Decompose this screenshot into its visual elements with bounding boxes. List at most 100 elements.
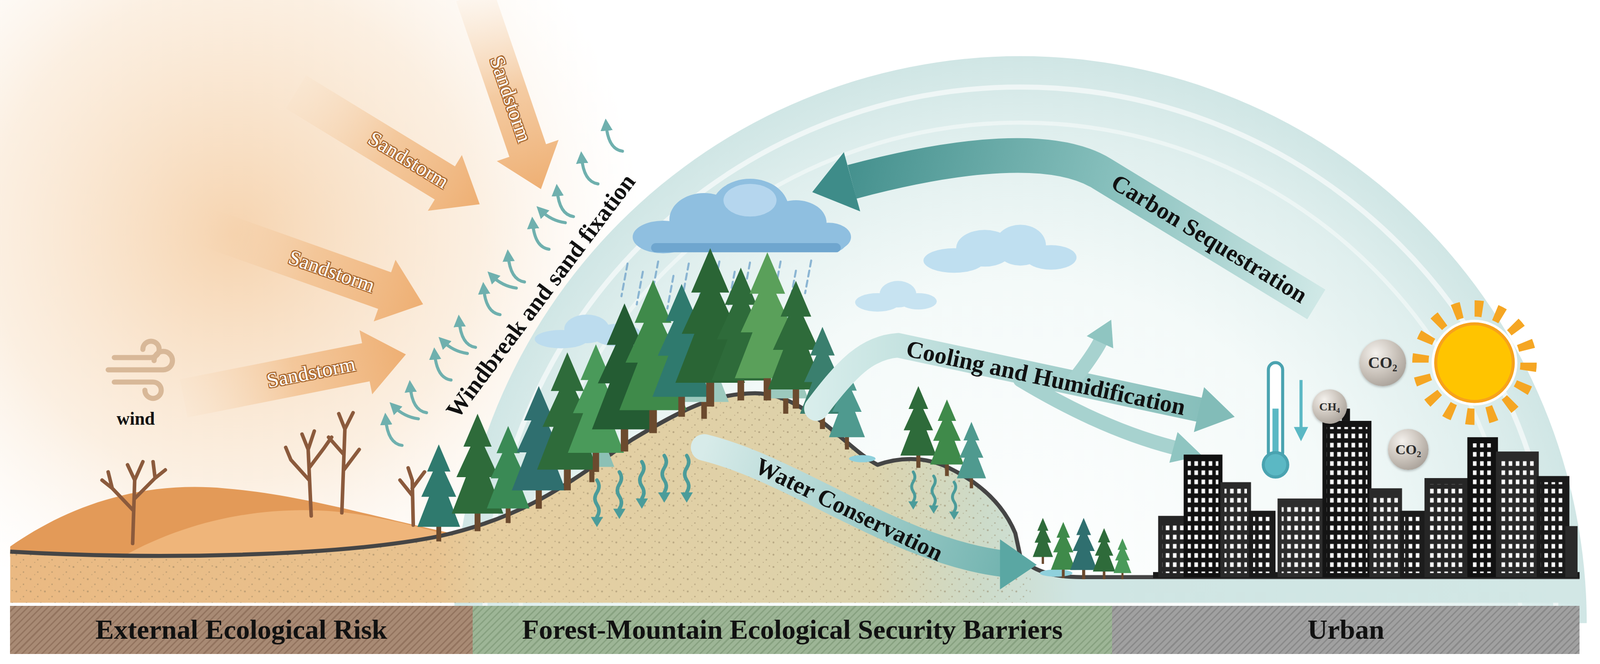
carbon-arrow-part [851, 155, 1317, 305]
city-skyline-part [1467, 436, 1499, 578]
windbreak-arrows-part [434, 353, 451, 381]
process-label: Water Conservation [750, 452, 948, 568]
sandstorm-arrows-part [177, 322, 413, 431]
sun-part [1420, 308, 1529, 417]
wind-label: wind [116, 408, 155, 430]
ground-part [849, 455, 876, 463]
wind-icon-part [114, 382, 162, 399]
carbon-arrow-part [812, 151, 861, 212]
infiltration-arrows-part [658, 455, 671, 503]
windbreak-arrows-part [442, 341, 467, 354]
gas-formula: CO₂ [1367, 353, 1398, 372]
forest-part [956, 421, 986, 488]
clouds-part [855, 280, 937, 312]
rain-part [621, 263, 628, 297]
city-skyline-part [1499, 457, 1535, 573]
carbon-arrow [812, 151, 1317, 304]
forest-part [417, 444, 461, 542]
city-skyline-part [1540, 482, 1566, 574]
infiltration-arrows-part [949, 482, 960, 520]
city-skyline-part [1162, 521, 1187, 573]
windbreak-arrows-part [459, 320, 476, 348]
ground [10, 393, 1580, 603]
sandstorm-arrows [177, 0, 572, 431]
forest-part [1113, 537, 1132, 579]
city-skyline-part [1248, 510, 1276, 578]
thermometer-part [1299, 379, 1303, 429]
rain-part [667, 275, 674, 309]
gas-formula: CO₂ [1395, 441, 1421, 457]
ground-part [10, 393, 1580, 603]
sandstorm-label: Sandstorm [285, 245, 378, 299]
zone-band: External Ecological Risk [10, 605, 473, 654]
cooling-arrows [816, 319, 1235, 463]
wind-icon-part [114, 341, 160, 358]
dead-trees-part [400, 467, 425, 526]
clouds-part-part [1025, 244, 1077, 270]
sandstorm-label: Sandstorm [264, 352, 358, 394]
clouds-part [723, 183, 777, 217]
thermometer [1263, 362, 1308, 477]
city-skyline-part [1369, 487, 1403, 577]
infiltration-arrows-part [908, 471, 919, 510]
ground-part [10, 393, 1031, 603]
windbreak-arrows-part [483, 287, 500, 315]
thermometer-part [1294, 426, 1309, 442]
wind-icon-part [108, 351, 173, 370]
forest-part [930, 399, 964, 476]
city-skyline-part [1496, 451, 1540, 578]
sandstorm-label: Sandstorm [363, 126, 453, 194]
gas-formula: CH₄ [1319, 400, 1340, 413]
gas-bubble: CH₄ [1312, 389, 1347, 425]
cooling-arrows-part [1086, 319, 1114, 349]
forest-part [1032, 517, 1053, 564]
city-skyline-part [1565, 526, 1578, 578]
sandstorm-arrows-part [278, 63, 497, 233]
dead-trees-part [101, 461, 166, 544]
city-skyline-part [1253, 516, 1272, 573]
city-skyline-part [1424, 477, 1470, 578]
dead-trees-part [285, 430, 332, 516]
city-skyline-part [1471, 443, 1494, 573]
forest-part [900, 385, 937, 468]
city-skyline-part [1187, 460, 1219, 574]
clouds-part-part [900, 293, 937, 310]
dead-trees-part [328, 412, 360, 513]
city-skyline-part [1224, 487, 1247, 573]
windbreak-arrows-part [556, 190, 574, 217]
clouds-part [923, 224, 1077, 273]
city-skyline-part [1277, 498, 1325, 578]
thermometer-part [1263, 452, 1288, 477]
rain-part [805, 260, 812, 294]
city-skyline-part [1373, 494, 1398, 573]
city-skyline-part [1536, 475, 1570, 578]
gas-bubble: CO₂ [1387, 428, 1429, 470]
windbreak-arrows-part [581, 157, 598, 184]
city-skyline [1153, 408, 1580, 578]
ground-part [1039, 569, 1073, 577]
forest-part [1093, 527, 1116, 579]
infiltration-arrows-part [590, 479, 604, 527]
infiltration-arrows-part [635, 461, 649, 509]
windbreak-arrows-part [532, 222, 549, 250]
windbreak-arrows-part [410, 385, 427, 413]
city-skyline-part [1404, 516, 1423, 573]
city-skyline-part [1220, 482, 1251, 578]
water-arrow [704, 447, 1037, 590]
sun-part [1431, 319, 1518, 406]
process-label: Carbon Sequestration [1106, 168, 1313, 309]
sandstorm-arrows-part [188, 193, 435, 335]
windbreak-arrows-part [385, 418, 403, 446]
process-label: Windbreak and sand fixation [440, 168, 641, 424]
city-skyline-part [1399, 510, 1427, 578]
sun [1420, 308, 1529, 417]
windbreak-arrows-part [606, 124, 623, 152]
windbreak-arrows-part [394, 406, 419, 419]
windbreak-arrows-part [540, 210, 566, 223]
process-label: Cooling and Humidification [903, 334, 1188, 421]
